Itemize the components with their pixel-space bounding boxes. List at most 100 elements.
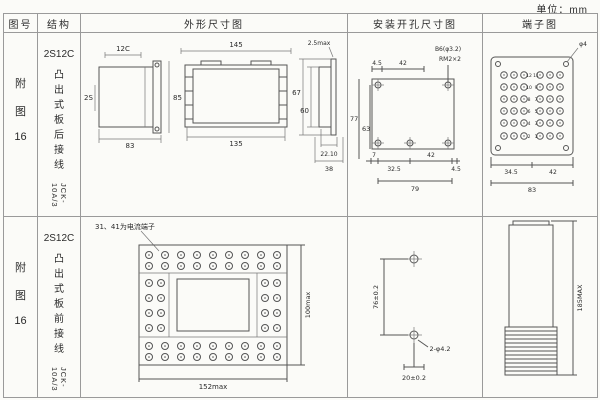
- dim-76: 76±0.2: [372, 285, 380, 309]
- dim-135: 135: [229, 140, 242, 148]
- current-terminal-note: 31、41为电流端子: [95, 222, 155, 231]
- mounting-holes: [406, 251, 422, 343]
- dim-60: 60: [300, 107, 309, 115]
- svg-text:12: 12: [526, 73, 532, 79]
- dim-67: 67: [292, 89, 301, 97]
- fig-number: 16: [14, 315, 27, 327]
- row2-side-view-drawing: 185MAX: [504, 220, 584, 376]
- dim-2-5max: 2.5max: [308, 40, 331, 47]
- serration-lines: [185, 76, 287, 120]
- dim-77: 77: [350, 115, 358, 123]
- structure-char: 出: [54, 269, 64, 280]
- svg-text:9: 9: [535, 85, 538, 91]
- structure-char: 板: [54, 115, 64, 126]
- dimension-lines: [490, 157, 574, 186]
- dim-83: 83: [126, 142, 135, 150]
- header-fig-no: 图号: [3, 13, 38, 33]
- side-profile-view: 2.5max 67 60 22.10 38: [292, 40, 344, 173]
- svg-text:5: 5: [535, 109, 538, 115]
- structure-char: 式: [54, 284, 64, 295]
- svg-text:2: 2: [528, 134, 531, 140]
- fig-char: 图: [15, 106, 26, 118]
- dim-38: 38: [325, 165, 333, 173]
- svg-text:8: 8: [528, 97, 531, 103]
- cutout-outline: [371, 78, 455, 150]
- structure-char: 线: [54, 160, 64, 171]
- dim-20: 20±0.2: [402, 374, 426, 382]
- dim-12c: 12C: [116, 45, 130, 53]
- structure-char: 线: [54, 344, 64, 355]
- dim-2s: 2S: [84, 94, 93, 102]
- dim-b6: B6(φ3.2): [435, 46, 461, 53]
- row2-fig-no: 附 图 16: [3, 216, 38, 398]
- header-install-dims: 安装开孔尺寸图: [347, 13, 483, 33]
- fig-char: 附: [15, 262, 26, 274]
- structure-char: 前: [54, 314, 64, 325]
- dim-22-10: 22.10: [320, 151, 337, 158]
- svg-text:3: 3: [535, 121, 538, 127]
- structure-char: 板: [54, 299, 64, 310]
- dim-100max: 100max: [304, 292, 312, 319]
- row2-structure: 2S12C 凸 出 式 板 前 接 线 JCK-10A/3: [37, 216, 81, 398]
- terminal-screws: [145, 251, 281, 361]
- structure-char: 接: [54, 145, 64, 156]
- row2-outline-cell: 31、41为电流端子: [80, 216, 348, 398]
- svg-text:1: 1: [535, 134, 538, 140]
- dim-145: 145: [229, 41, 242, 49]
- svg-text:4: 4: [528, 121, 531, 127]
- row2-outline-drawing: 31、41为电流端子: [95, 222, 312, 391]
- header-outline-dims: 外形尺寸图: [80, 13, 348, 33]
- svg-text:7: 7: [535, 97, 538, 103]
- model-label: JCK-10A/3: [50, 367, 68, 392]
- fig-char: 图: [15, 290, 26, 302]
- dim-rm2: RM2×2: [439, 56, 461, 63]
- row1-install-drawing: 4.5 42 B6(φ3.2) RM2×2 77 63 7 32.5 42 4.…: [350, 46, 461, 193]
- unit-label: 单位：mm: [536, 5, 588, 16]
- dim-83: 83: [528, 186, 536, 194]
- header-terminal-diagram: 端子图: [482, 13, 598, 33]
- relay-side-view: [504, 220, 558, 376]
- dim-185max: 185MAX: [576, 284, 584, 311]
- svg-text:10: 10: [526, 85, 532, 91]
- dim-42-top: 42: [399, 60, 407, 67]
- dimension-lines: [138, 244, 305, 382]
- dim-phi4: φ4: [579, 41, 587, 48]
- row1-install-cell: 4.5 42 B6(φ3.2) RM2×2 77 63 7 32.5 42 4.…: [347, 32, 483, 217]
- structure-char: 凸: [54, 254, 64, 265]
- dim-152max: 152max: [199, 383, 228, 391]
- dimension-lines: [358, 65, 460, 184]
- dim-42-bottom: 42: [427, 152, 435, 159]
- case-front-view: 12C 2S 83 85: [84, 45, 182, 150]
- dim-85: 85: [173, 94, 182, 102]
- dim-79: 79: [411, 185, 419, 193]
- dimension-lines: [551, 220, 577, 376]
- header-structure: 结构: [37, 13, 81, 33]
- terminal-screws: [500, 71, 564, 140]
- dim-4-5-top: 4.5: [372, 60, 382, 67]
- structure-char: 式: [54, 100, 64, 111]
- mounting-holes: [372, 79, 454, 149]
- row2-install-drawing: 76±0.2 2-φ4.2 20±0.2: [372, 251, 451, 382]
- terminal-panel: [490, 47, 579, 156]
- relay-front-view: [138, 244, 288, 366]
- structure-code: 2S12C: [43, 233, 75, 244]
- dim-34-5: 34.5: [504, 169, 518, 176]
- structure-char: 后: [54, 130, 64, 141]
- svg-text:6: 6: [528, 109, 531, 115]
- dim-7: 7: [372, 152, 376, 159]
- dim-4-5-bottom: 4.5: [451, 166, 461, 173]
- row1-outline-drawing: 12C 2S 83 85 145 135: [84, 40, 344, 173]
- dim-32-5: 32.5: [387, 166, 401, 173]
- dim-2-phi4-2: 2-φ4.2: [429, 345, 450, 353]
- row1-outline-cell: 12C 2S 83 85 145 135: [80, 32, 348, 217]
- row1-fig-no: 附 图 16: [3, 32, 38, 217]
- structure-code: 2S12C: [43, 49, 75, 60]
- structure-char: 凸: [54, 70, 64, 81]
- dim-42: 42: [549, 169, 557, 176]
- row2-side-cell: 185MAX: [482, 216, 598, 398]
- model-label: JCK-10A/3: [50, 183, 68, 208]
- rib-lines: [505, 330, 557, 372]
